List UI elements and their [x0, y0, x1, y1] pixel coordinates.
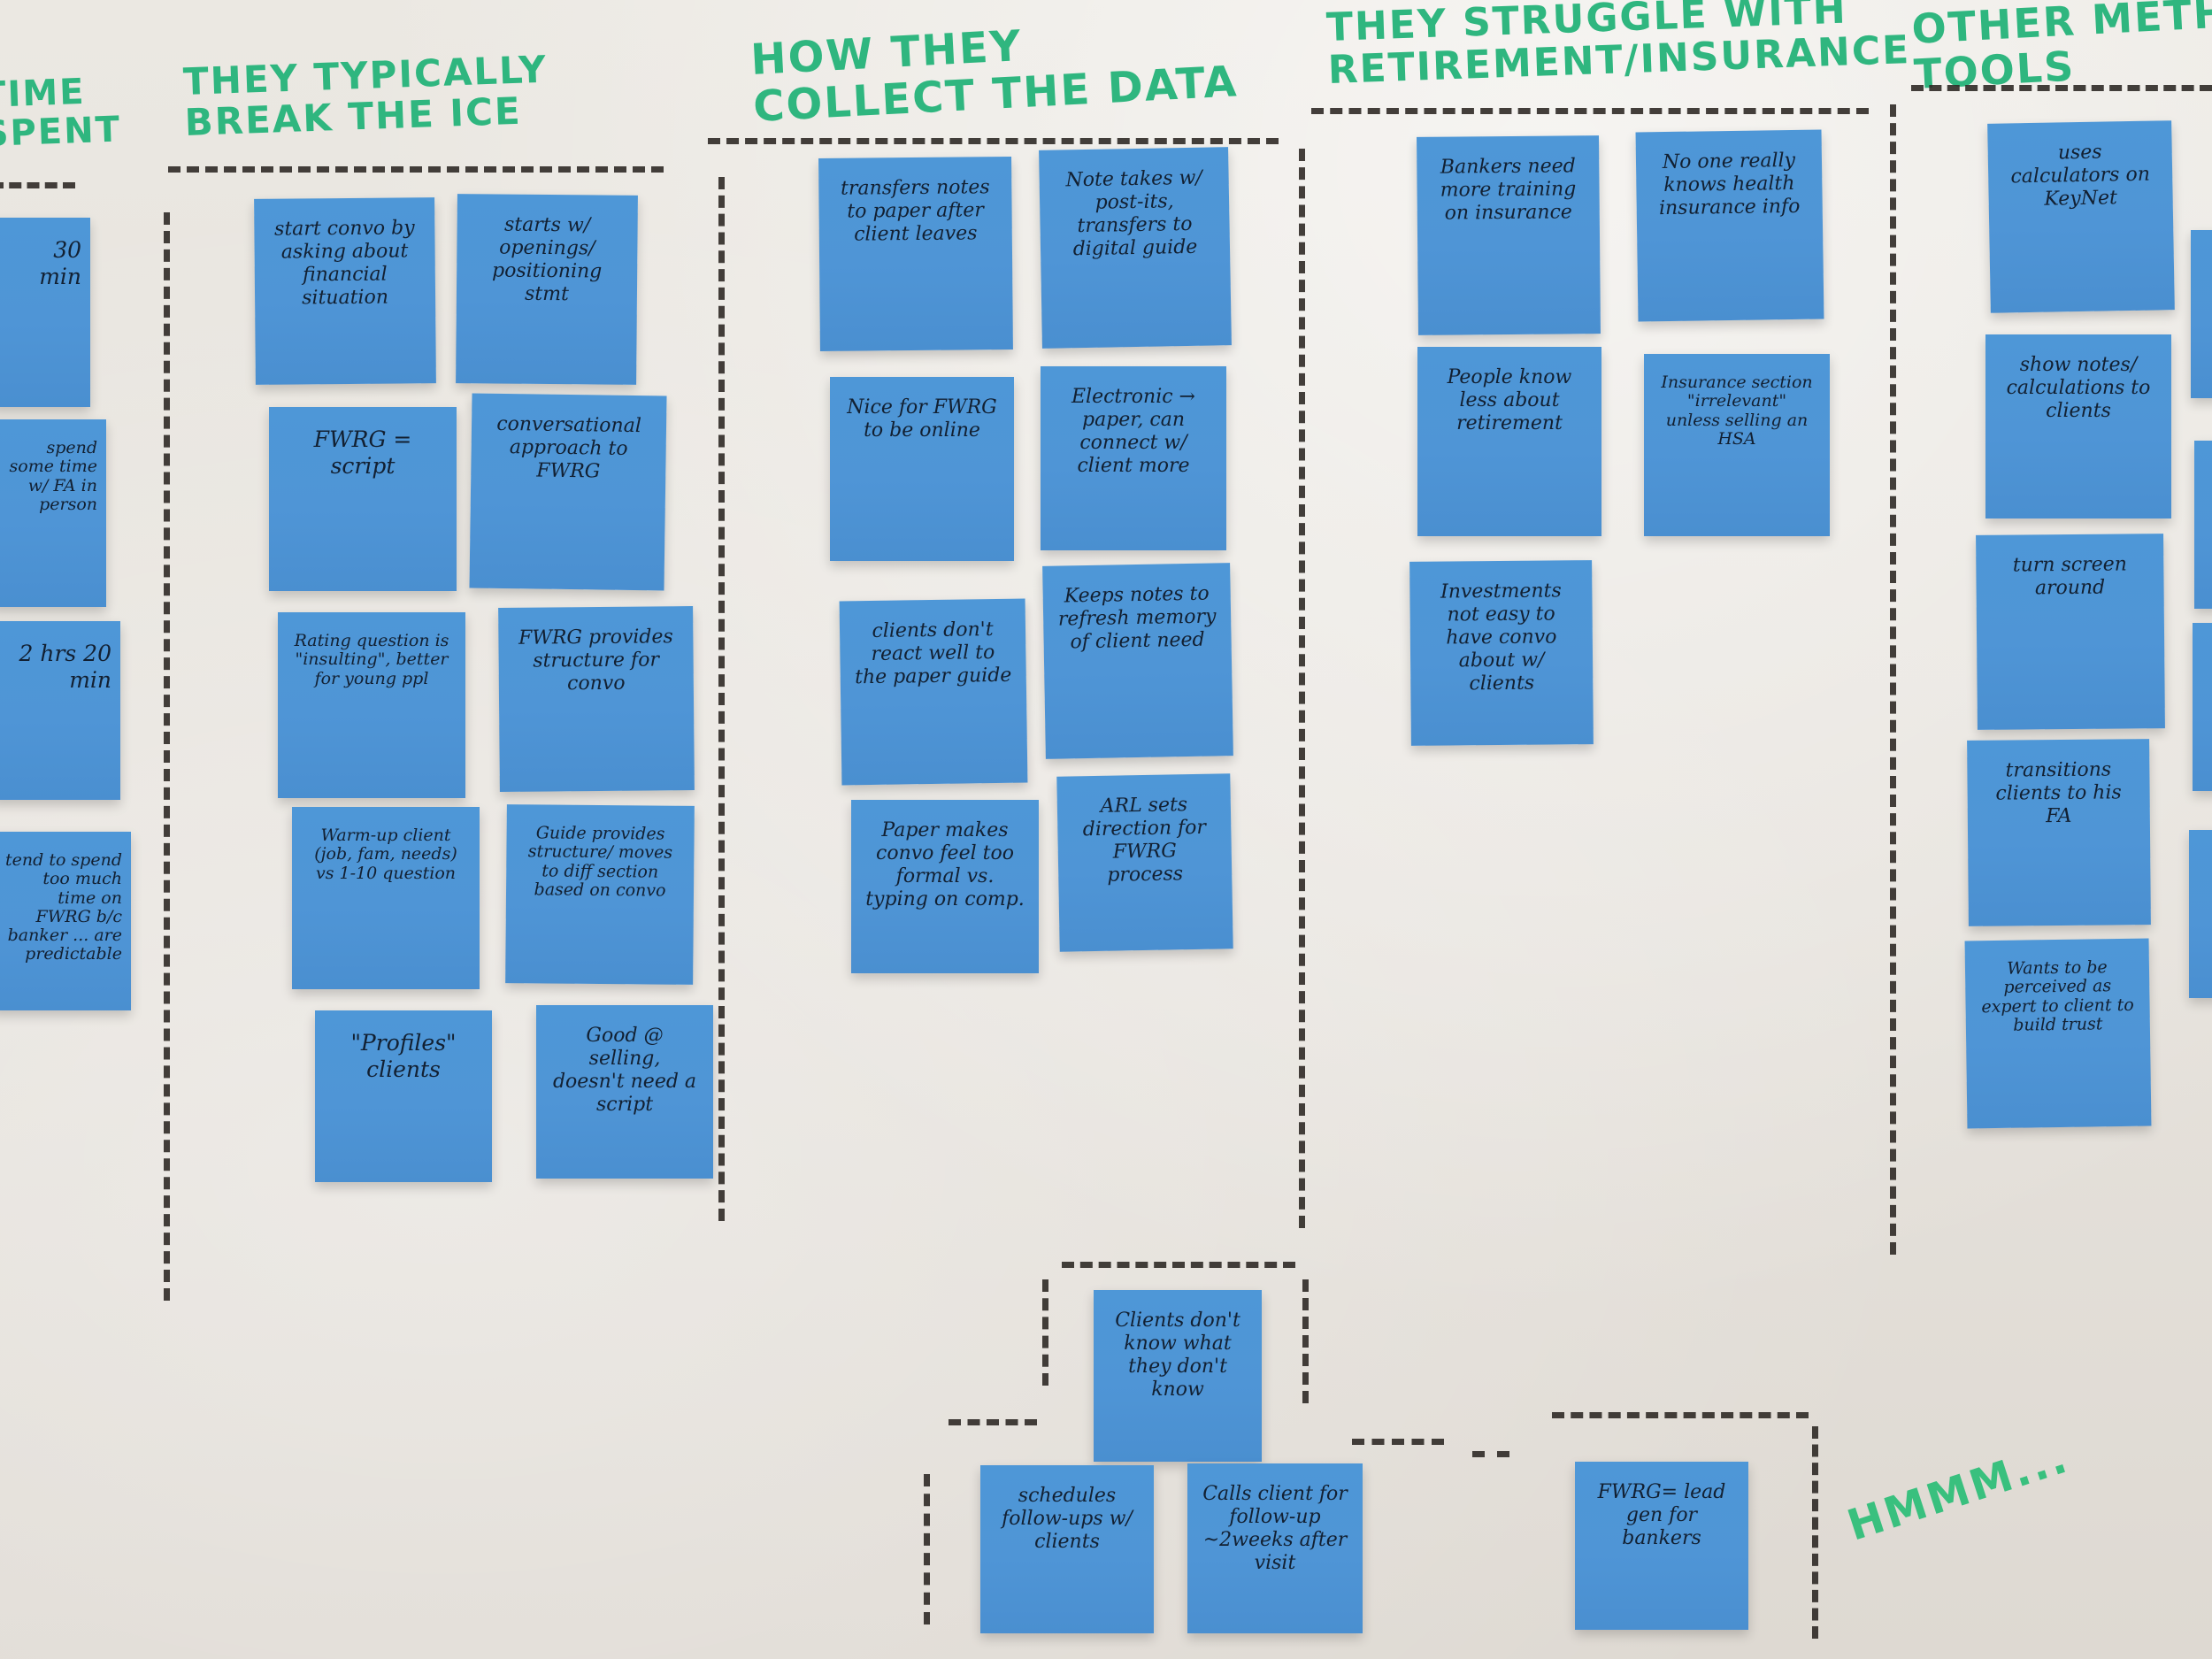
sticky-note-time-1: 30 min — [0, 218, 90, 407]
sticky-note-collect-1: transfers notes to paper after client le… — [818, 157, 1013, 351]
sticky-note-tools-1: uses calculators on KeyNet — [1987, 120, 2175, 313]
sticky-note-collect-5: clients don't react well to the paper gu… — [839, 598, 1028, 786]
sticky-note-struggle-1: Bankers need more training on insurance — [1417, 135, 1601, 335]
heading-collect-data: HOW THEY COLLECT THE DATA — [749, 21, 1240, 132]
cluster-outline — [924, 1474, 930, 1624]
sticky-note-ice-7: Warm-up client (job, fam, needs) vs 1-10… — [292, 807, 480, 989]
cluster-outline — [1472, 1451, 1509, 1457]
cluster-outline — [1062, 1262, 1295, 1268]
sticky-note-bottom-3: Calls client for follow-up ~2weeks after… — [1187, 1463, 1363, 1633]
sticky-note-ice-5: Rating question is "insulting", better f… — [278, 612, 465, 798]
sticky-note-ice-3: FWRG = script — [269, 407, 457, 591]
heading-underline — [1311, 108, 1869, 114]
cluster-outline — [949, 1419, 1037, 1425]
sticky-note-ice-2: starts w/ openings/ positioning stmt — [456, 194, 638, 385]
sticky-note-edge-2 — [2194, 441, 2212, 609]
sticky-note-tools-3: turn screen around — [1976, 534, 2165, 730]
sticky-note-bottom-1: Clients don't know what they don't know — [1094, 1290, 1262, 1462]
sticky-note-struggle-2: No one really knows health insurance inf… — [1635, 129, 1824, 322]
sticky-note-ice-8: Guide provides structure/ moves to diff … — [505, 804, 695, 985]
column-divider — [1890, 104, 1896, 1255]
sticky-note-collect-7: Paper makes convo feel too formal vs. ty… — [851, 800, 1039, 973]
cluster-outline — [1352, 1439, 1444, 1445]
sticky-note-struggle-5: Investments not easy to have convo about… — [1409, 560, 1594, 746]
hmm-annotation: HMMM... — [1841, 1432, 2076, 1551]
heading-underline — [1911, 85, 2212, 91]
sticky-note-tools-4: transitions clients to his FA — [1967, 739, 2151, 926]
column-divider — [164, 212, 170, 1301]
heading-time-spent: TIME SPENT — [0, 71, 122, 155]
sticky-note-collect-4: Electronic → paper, can connect w/ clien… — [1041, 366, 1226, 550]
heading-break-ice: THEY TYPICALLY BREAK THE ICE — [182, 47, 549, 145]
sticky-note-time-3: 2 hrs 20 min — [0, 621, 120, 800]
sticky-note-edge-3 — [2193, 623, 2212, 791]
heading-underline — [708, 138, 1279, 144]
cluster-outline — [1812, 1426, 1818, 1639]
cluster-outline — [1302, 1279, 1309, 1403]
sticky-note-struggle-3: People know less about retirement — [1417, 347, 1601, 536]
sticky-note-bottom-2: schedules follow-ups w/ clients — [980, 1465, 1154, 1633]
sticky-note-ice-6: FWRG provides structure for convo — [498, 606, 695, 792]
sticky-note-ice-4: conversational approach to FWRG — [469, 393, 667, 591]
sticky-note-time-2: spend some time w/ FA in person — [0, 419, 106, 607]
heading-struggle: THEY STRUGGLE WITH RETIREMENT/INSURANCE — [1325, 0, 1912, 94]
heading-underline — [168, 166, 664, 173]
column-divider — [1299, 149, 1305, 1228]
sticky-note-ice-9: "Profiles" clients — [315, 1010, 492, 1182]
sticky-note-collect-6: Keeps notes to refresh memory of client … — [1042, 563, 1233, 759]
cluster-outline — [1042, 1279, 1048, 1386]
sticky-note-struggle-4: Insurance section "irrelevant" unless se… — [1644, 354, 1830, 536]
heading-other-tools: OTHER METHODS/ TOOLS — [1910, 0, 2212, 98]
sticky-note-edge-4 — [2189, 830, 2212, 998]
sticky-note-ice-10: Good @ selling, doesn't need a script — [536, 1005, 713, 1179]
sticky-note-collect-8: ARL sets direction for FWRG process — [1056, 773, 1233, 952]
sticky-note-tools-2: show notes/ calculations to clients — [1985, 334, 2171, 518]
sticky-note-time-4: tend to spend too much time on FWRG b/c … — [0, 832, 131, 1010]
column-divider — [718, 177, 725, 1221]
sticky-note-collect-2: Note takes w/ post-its, transfers to dig… — [1039, 147, 1232, 349]
sticky-note-edge-1 — [2191, 230, 2212, 398]
sticky-note-collect-3: Nice for FWRG to be online — [830, 377, 1014, 561]
cluster-outline — [1552, 1412, 1809, 1418]
heading-underline — [0, 182, 75, 188]
sticky-note-tools-5: Wants to be perceived as expert to clien… — [1964, 938, 2152, 1129]
sticky-note-ice-1: start convo by asking about financial si… — [254, 197, 436, 385]
sticky-note-bottom-4: FWRG= lead gen for bankers — [1575, 1462, 1748, 1630]
